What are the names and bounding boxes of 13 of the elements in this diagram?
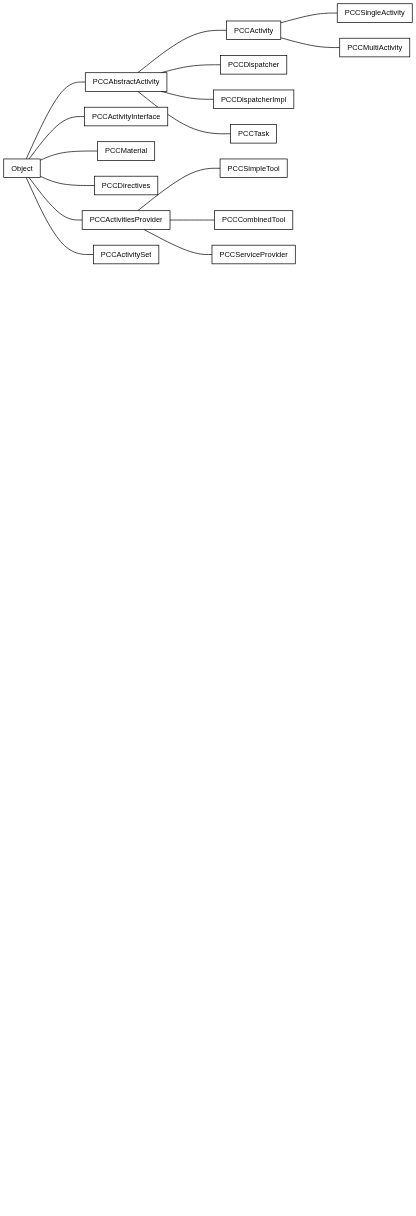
connector	[137, 167, 221, 212]
connector	[28, 116, 85, 160]
connector	[25, 81, 86, 160]
connector	[137, 29, 227, 74]
connector	[39, 150, 98, 161]
connector	[137, 91, 231, 135]
connector	[25, 177, 94, 255]
connector	[39, 175, 95, 186]
connector	[280, 12, 338, 24]
connector	[28, 177, 83, 221]
connector	[169, 219, 215, 221]
connector	[143, 229, 213, 255]
connector	[280, 37, 341, 48]
